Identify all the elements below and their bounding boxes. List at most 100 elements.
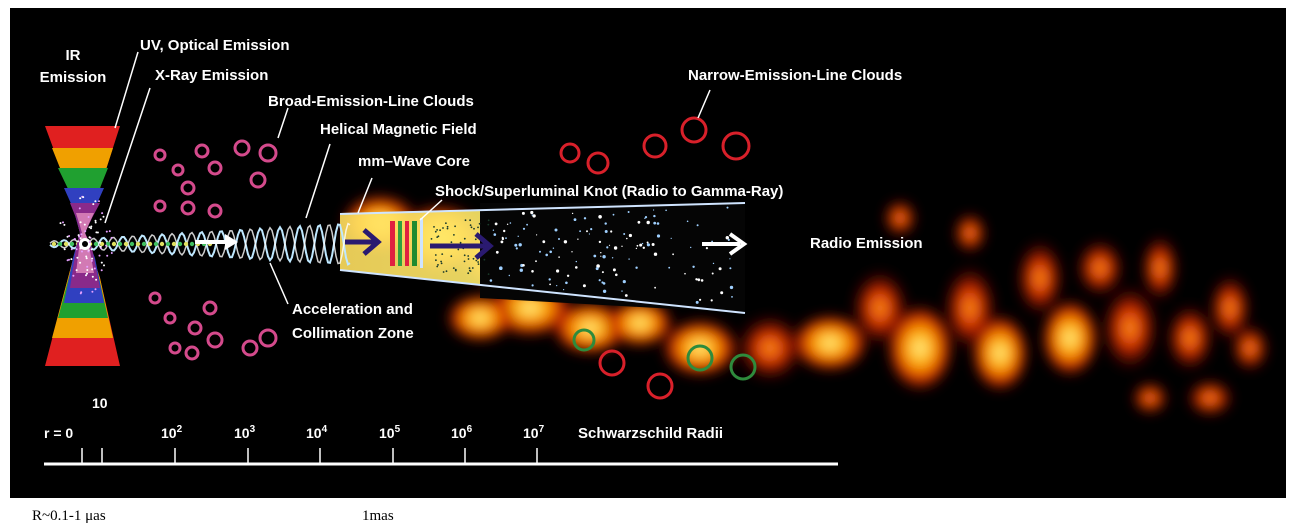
sparkle <box>477 226 479 229</box>
sparkle <box>499 266 503 271</box>
xray-dot <box>95 231 98 234</box>
xray-dot <box>62 221 64 224</box>
xray-dot <box>85 257 88 260</box>
sparkle <box>472 257 475 260</box>
sparkle <box>575 266 578 269</box>
sparkle <box>508 274 510 277</box>
sparkle <box>506 223 509 225</box>
sparkle <box>514 243 518 247</box>
sparkle <box>571 251 573 253</box>
sparkle <box>644 217 646 219</box>
narrow-line-cloud <box>642 133 668 159</box>
xray-dot <box>94 221 97 224</box>
xray-dot <box>66 259 69 262</box>
sparkle <box>563 289 565 291</box>
sparkle <box>463 254 466 257</box>
scale-tick-label: 105 <box>379 424 401 441</box>
sparkle <box>442 271 445 273</box>
xray-dot <box>79 221 82 224</box>
broad-line-clouds-label: Broad-Emission-Line Clouds <box>268 93 474 110</box>
sparkle <box>457 248 460 251</box>
sparkle <box>487 219 490 222</box>
sparkle <box>639 243 643 247</box>
xray-dot <box>91 268 94 271</box>
sparkle <box>601 271 604 274</box>
sparkle <box>637 220 641 224</box>
sparkle <box>437 264 439 266</box>
sparkle <box>601 281 604 284</box>
sparkle <box>532 214 536 218</box>
acceleration-label-line1: Acceleration and <box>292 301 413 318</box>
broad-line-cloud <box>207 160 223 176</box>
sparkle <box>454 269 457 272</box>
uv-optical-label: UV, Optical Emission <box>140 37 290 54</box>
acceleration-label-line2: Collimation Zone <box>292 325 414 342</box>
xray-label: X-Ray Emission <box>155 67 268 84</box>
jet-sparkles <box>430 206 734 304</box>
narrow-line-cloud <box>729 353 757 381</box>
radio-blob <box>735 313 805 383</box>
sparkle <box>628 233 633 238</box>
helix-bead <box>123 241 129 247</box>
r-zero-label: r = 0 <box>44 425 73 441</box>
xray-dot <box>95 278 98 281</box>
sparkle <box>469 270 472 272</box>
sparkle <box>624 294 628 297</box>
broad-line-cloud <box>163 311 177 325</box>
sparkle <box>492 229 495 231</box>
sparkle <box>684 272 686 275</box>
arrow-4 <box>702 232 748 256</box>
xray-dot <box>101 212 104 215</box>
sparkle <box>436 265 439 268</box>
xray-dot <box>78 235 80 238</box>
sparkle <box>565 281 568 285</box>
sparkle <box>610 230 613 233</box>
helix-bead <box>189 241 195 247</box>
radio-blob <box>1185 378 1235 418</box>
sparkle <box>463 237 466 240</box>
sparkle <box>530 210 534 215</box>
broad-line-cloud <box>206 331 224 349</box>
sparkle <box>710 299 713 302</box>
radio-blob <box>790 313 870 373</box>
xray-dot <box>90 225 93 228</box>
helix-bead <box>51 241 57 247</box>
sparkle <box>517 235 519 237</box>
sparkle <box>596 264 600 268</box>
sparkle <box>535 260 537 263</box>
sparkle <box>590 228 593 231</box>
scale-ticks <box>81 448 538 464</box>
xray-dot <box>102 215 105 218</box>
sparkle <box>453 234 455 236</box>
xray-dot <box>63 223 66 226</box>
sparkle <box>665 209 667 212</box>
broad-line-cloud <box>207 203 223 219</box>
sparkle <box>727 238 730 241</box>
sparkle <box>705 247 709 250</box>
sparkle <box>521 211 525 215</box>
sparkle <box>469 224 472 227</box>
sparkle <box>542 240 546 244</box>
sparkle <box>531 270 534 273</box>
ir-label-line1: IR <box>66 47 81 64</box>
xray-dot <box>79 197 82 200</box>
broad-line-cloud <box>180 180 196 196</box>
sparkle <box>477 261 479 263</box>
scale-tick-label: 106 <box>451 424 473 441</box>
broad-line-cloud <box>249 171 267 189</box>
sparkle <box>558 256 560 258</box>
sparkle <box>729 267 732 270</box>
sparkle <box>445 222 447 225</box>
sparkle <box>467 258 470 260</box>
sparkle <box>729 285 734 290</box>
helix-bead <box>117 241 123 247</box>
sparkle <box>539 250 541 253</box>
narrow-line-cloud <box>721 131 751 161</box>
xray-dot <box>87 250 90 253</box>
sparkle <box>586 230 588 233</box>
sparkle <box>440 260 442 263</box>
sparkle <box>608 244 611 246</box>
sparkle <box>672 253 674 256</box>
sparkle <box>711 272 714 275</box>
